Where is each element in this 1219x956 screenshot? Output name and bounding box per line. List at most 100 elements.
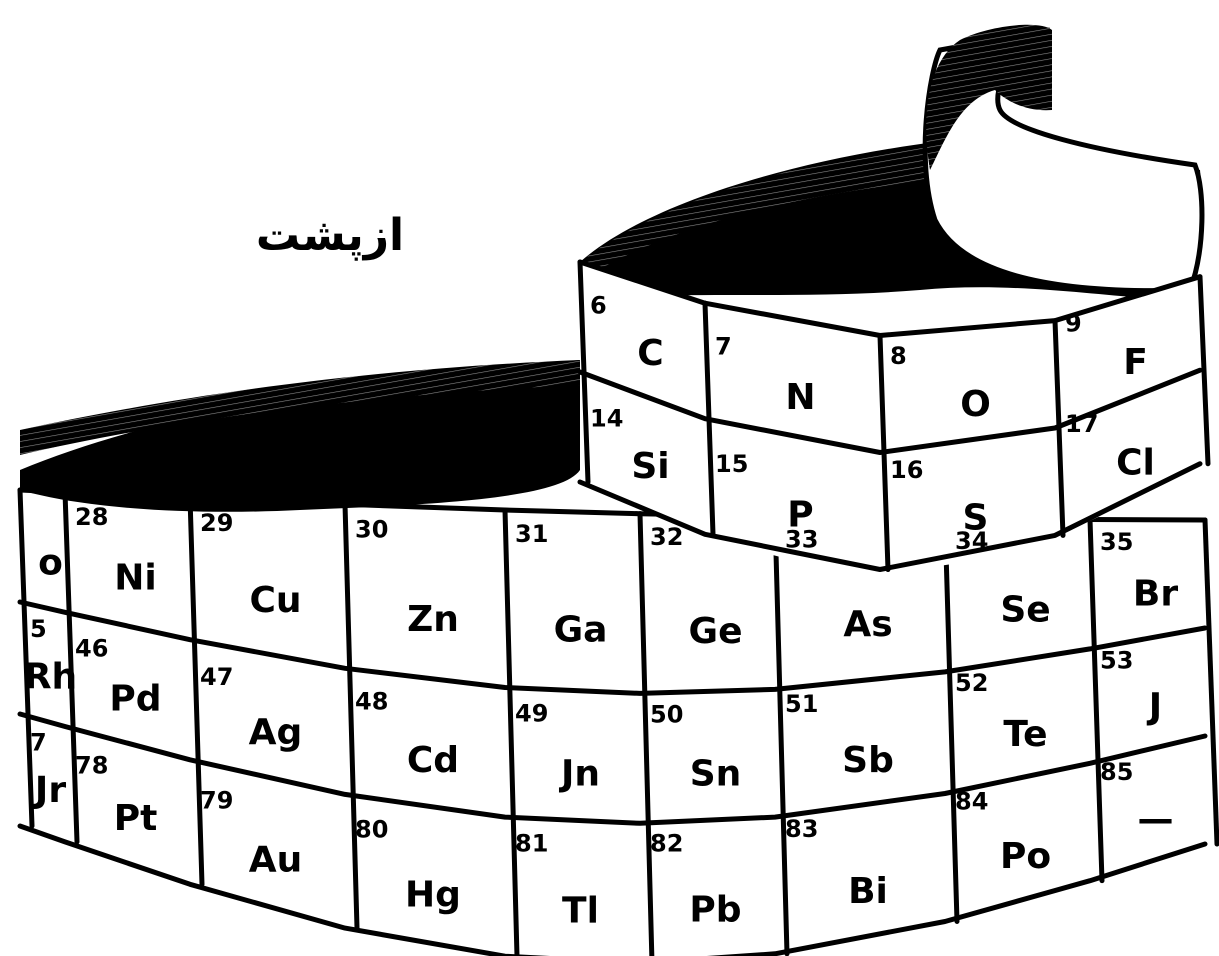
element-symbol: Ni xyxy=(114,558,156,599)
element-symbol: Sb xyxy=(842,740,894,781)
lower_band.rows-column-line xyxy=(342,501,360,931)
lower_band.rows-column-line xyxy=(637,511,655,956)
atomic-number: 29 xyxy=(200,509,233,537)
element-symbol: Jr xyxy=(32,770,66,811)
element-symbol: Si xyxy=(631,446,669,487)
atomic-number: 15 xyxy=(715,450,748,478)
upper-coil-top-hatching xyxy=(580,138,1000,275)
curl-inner-shading xyxy=(926,24,1052,170)
element-symbol: Zn xyxy=(407,599,459,640)
lower_band.rows-column-line xyxy=(942,516,960,924)
element-symbol: Sn xyxy=(690,754,742,795)
atomic-number: 30 xyxy=(355,515,388,543)
lower-band-grid xyxy=(17,487,1219,956)
upper_band.rows-cell: 9F xyxy=(1065,309,1148,383)
atomic-number: 48 xyxy=(355,687,388,715)
element-symbol: Po xyxy=(1000,836,1051,877)
atomic-number: 79 xyxy=(200,786,233,814)
atomic-number: 51 xyxy=(785,690,818,718)
lower-band-cells: o28Ni29Cu30Zn31Ga32Ge33As34Se35Br5Rh46Pd… xyxy=(24,503,1179,932)
element-symbol: Rh xyxy=(24,657,77,698)
element-symbol: Pt xyxy=(114,798,158,839)
upper_band.rows-column-line xyxy=(877,333,891,573)
lower_band.rows-row-line xyxy=(17,599,1208,696)
upper_band.rows-cell: 16S xyxy=(890,456,988,539)
element-symbol: Te xyxy=(1003,714,1047,755)
element-symbol: F xyxy=(1123,342,1148,383)
lower_band.rows-column-line xyxy=(1202,517,1219,847)
element-symbol: Au xyxy=(249,840,303,881)
atomic-number: 46 xyxy=(75,634,108,662)
atomic-number: 7 xyxy=(715,333,732,361)
element-symbol: Pb xyxy=(689,890,741,931)
element-symbol: Pd xyxy=(109,679,161,720)
lower_band.rows-cell: 85— xyxy=(1100,758,1174,840)
atomic-number: 31 xyxy=(515,520,548,548)
atomic-number: 49 xyxy=(515,700,548,728)
element-symbol: Ag xyxy=(249,712,303,753)
atomic-number: 5 xyxy=(30,615,47,643)
curl-outer xyxy=(922,27,1205,294)
atomic-number: 83 xyxy=(785,815,818,843)
atomic-number: 16 xyxy=(890,456,923,484)
element-symbol: J xyxy=(1146,687,1162,728)
lower_band.rows-column-line xyxy=(187,495,205,887)
element-symbol: Tl xyxy=(562,890,599,931)
atomic-number: 6 xyxy=(590,291,607,319)
atomic-number: 82 xyxy=(650,830,683,858)
atomic-number: 52 xyxy=(955,669,988,697)
element-symbol: Jn xyxy=(558,753,600,794)
atomic-number: 47 xyxy=(200,663,233,691)
upper_band.rows-column-line xyxy=(702,300,716,537)
lower_band.rows-cell: 5Rh xyxy=(24,615,77,697)
upper_band.rows-cell: 15P xyxy=(715,450,814,536)
atomic-number: 80 xyxy=(355,816,388,844)
lower_band.rows-column-line xyxy=(772,513,790,956)
element-symbol: Cu xyxy=(249,580,301,621)
element-symbol: O xyxy=(960,384,991,425)
lower_band.rows-column-line xyxy=(17,487,35,829)
lower_band.rows-cell: 53J xyxy=(1100,647,1162,728)
upper_band.rows-column-line xyxy=(1052,318,1066,538)
atomic-number: 9 xyxy=(1065,309,1082,337)
element-symbol: Ge xyxy=(689,611,743,652)
atomic-number: 35 xyxy=(1100,528,1133,556)
lower-band-top-hatching xyxy=(20,360,580,455)
lower_band.rows-row-line xyxy=(17,823,1208,956)
upper_band.rows-cell: 6C xyxy=(590,291,664,373)
lower_band.rows-column-line xyxy=(62,489,80,845)
element-symbol: Bi xyxy=(848,871,888,912)
lower_band.rows-column-line xyxy=(1087,516,1105,884)
atomic-number: 7 xyxy=(30,728,47,756)
element-symbol: N xyxy=(785,377,815,418)
element-symbol: As xyxy=(843,604,892,645)
atomic-number: 8 xyxy=(890,342,907,370)
upper_band.rows-cell: 8O xyxy=(890,342,991,425)
atomic-number: 84 xyxy=(955,787,988,815)
element-symbol: — xyxy=(1138,799,1174,840)
element-symbol: S xyxy=(963,498,989,539)
atomic-number: 14 xyxy=(590,404,623,432)
lower_band.rows-cell: o xyxy=(38,543,63,584)
upper_band.rows-column-line xyxy=(1197,274,1211,467)
lower_band.rows-cell: 7Jr xyxy=(30,728,66,811)
atomic-number: 78 xyxy=(75,752,108,780)
atomic-number: 50 xyxy=(650,701,683,729)
